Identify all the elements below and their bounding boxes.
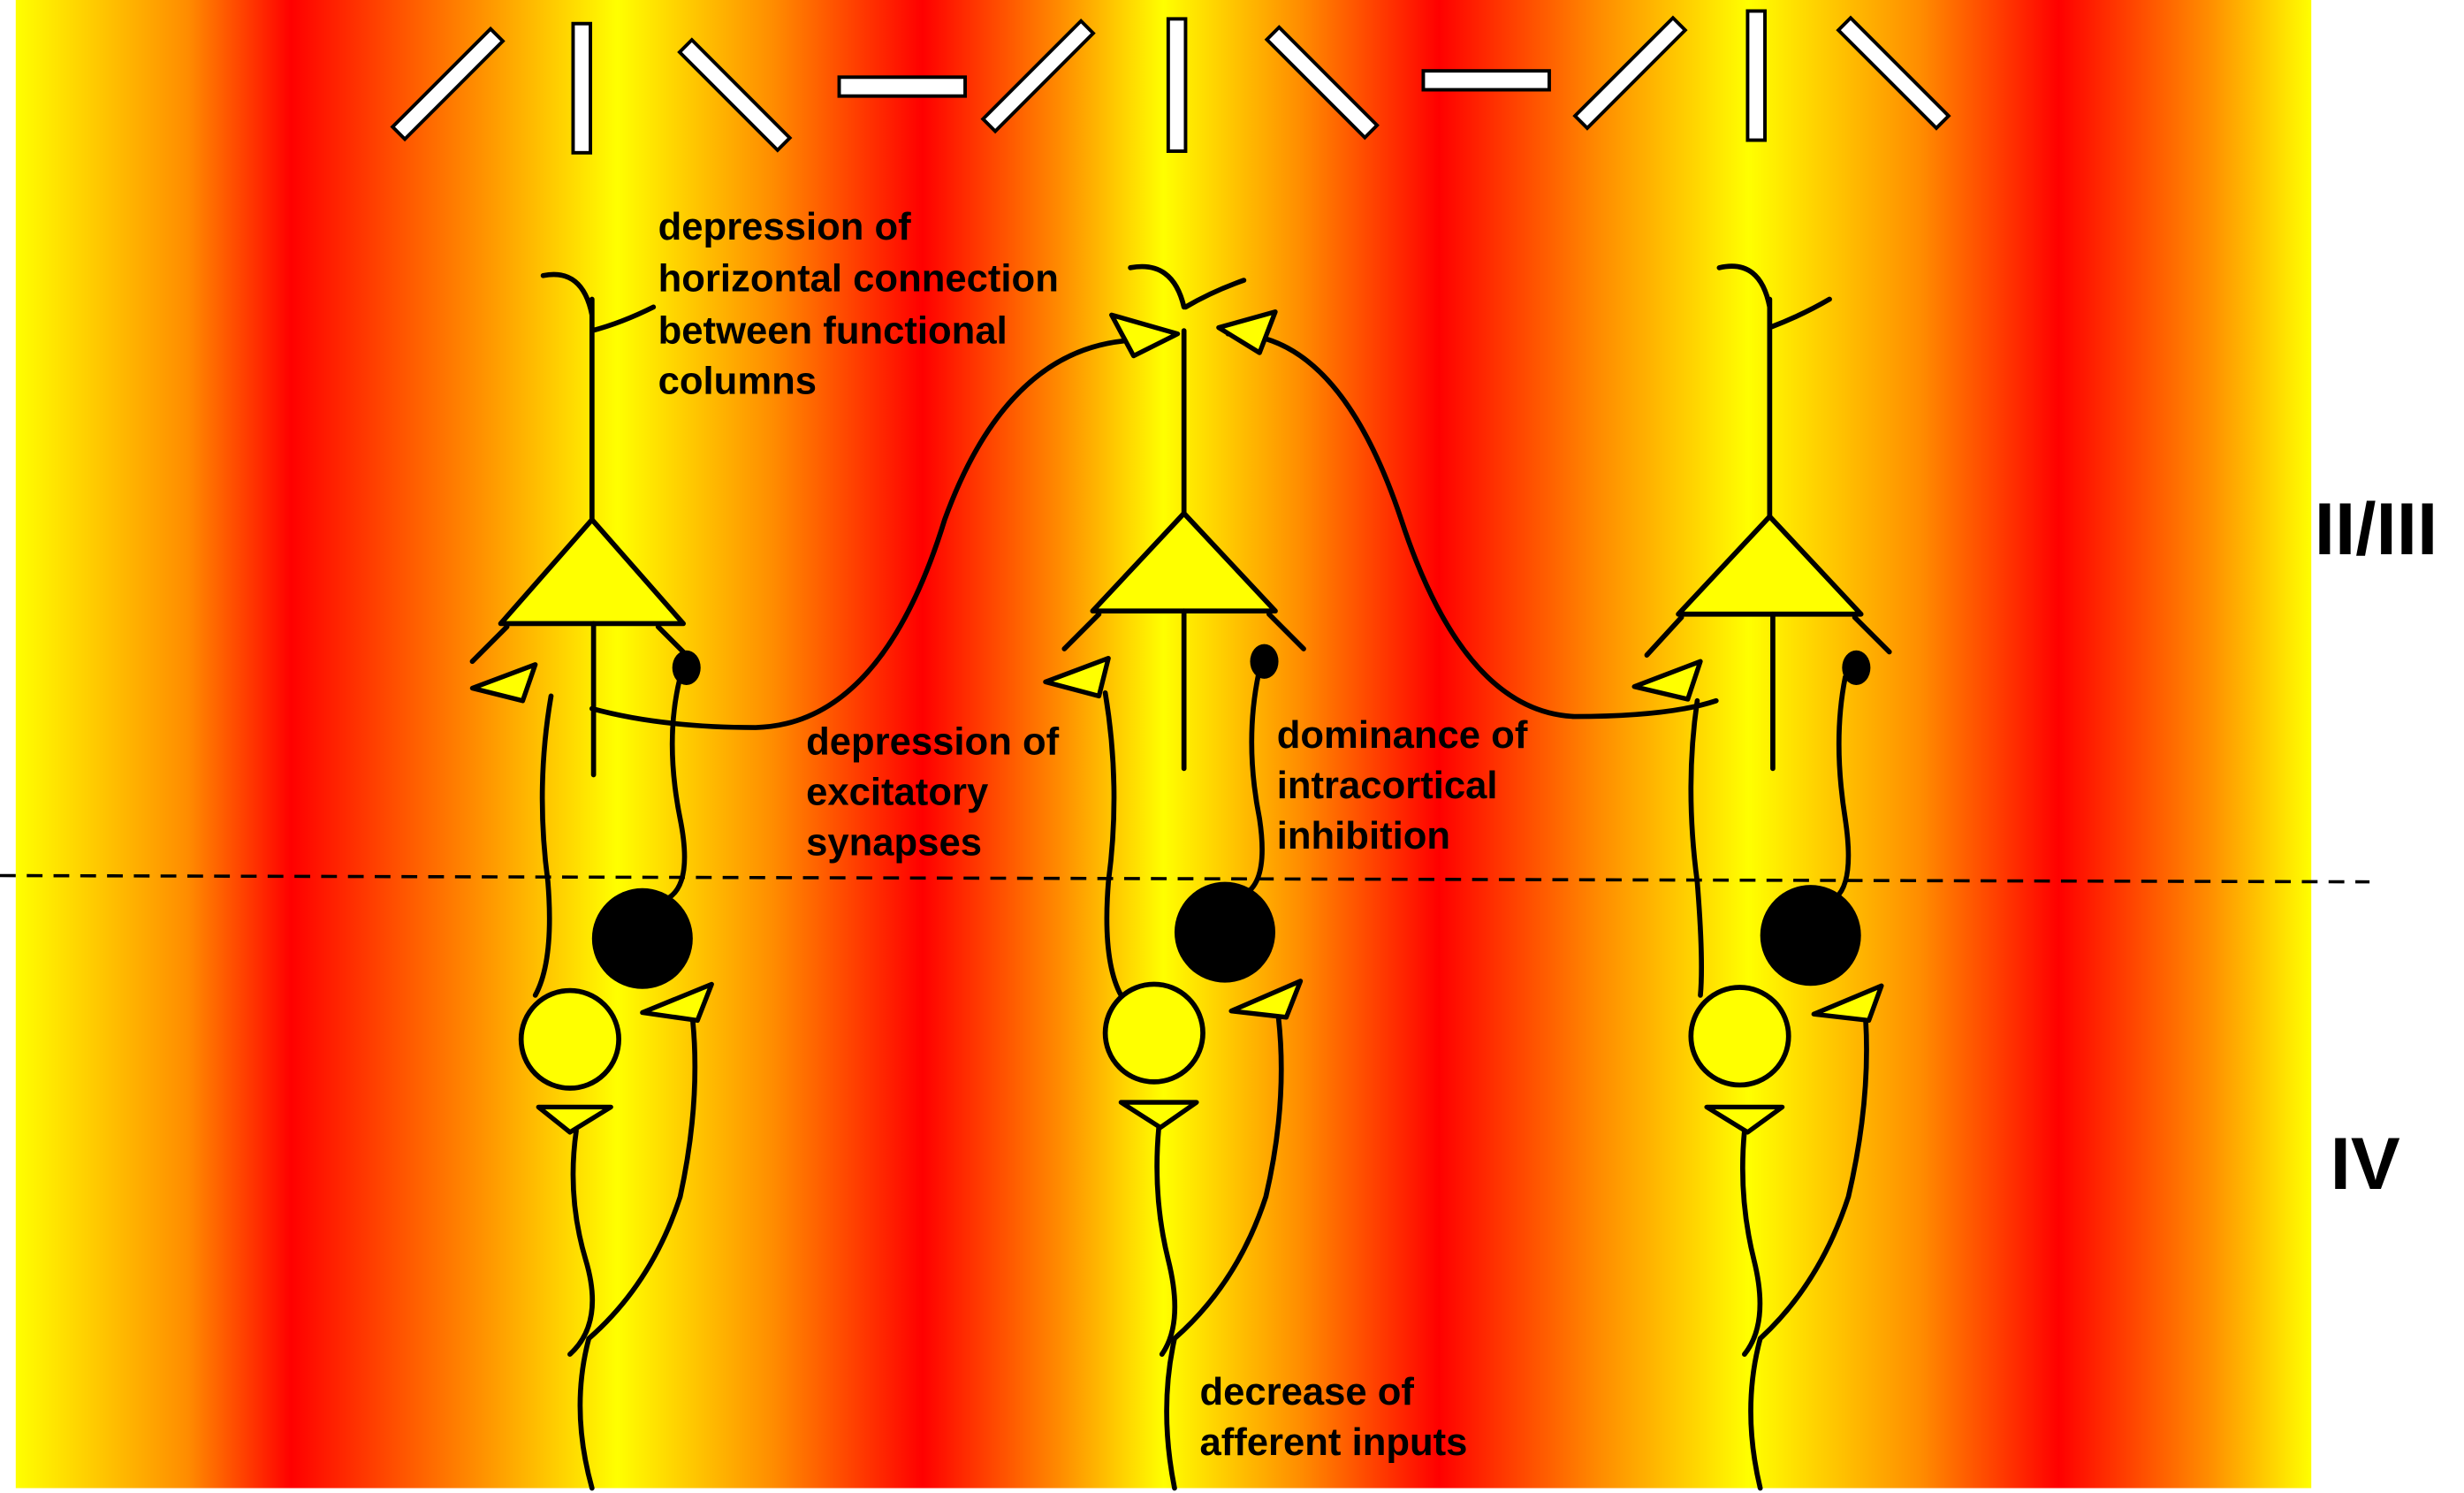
stimulus-orientation-bars (390, 9, 1951, 155)
inhibitory-synapse (1842, 650, 1871, 685)
stimulus-bar (837, 75, 968, 98)
cortical-column-left (469, 271, 714, 1491)
excitatory-synapse (640, 981, 714, 1024)
annotation-inhibition-line-1: dominance of (1277, 713, 1528, 757)
inhibitory-interneuron (1760, 885, 1861, 986)
basal-dendrite (1061, 611, 1306, 651)
inhibitory-interneuron (591, 887, 693, 989)
annotation-afferent-line-1: decrease of (1199, 1370, 1414, 1413)
inhibitory-interneuron (1174, 881, 1275, 983)
layer-label-upper: II/III (2315, 487, 2438, 570)
inhibitory-synapse (1250, 644, 1279, 679)
apical-dendrite (540, 271, 657, 522)
afferent-fiber (577, 1017, 698, 1491)
horizontal-synapse-right (1216, 309, 1278, 355)
afferent-fiber (1164, 1014, 1284, 1491)
orientation-map-background (15, 0, 2312, 1489)
inhibitory-synapse (672, 650, 701, 685)
interneuron-axon (1833, 674, 1852, 901)
cortical-column-center (1043, 263, 1306, 1491)
pyramidal-cell-soma (1676, 514, 1864, 617)
excitatory-synapse (469, 662, 538, 704)
annotation-inhibition-line-2: intracortical (1277, 764, 1498, 807)
annotation-horizontal-line-3: between functional (658, 309, 1008, 352)
stimulus-bar (1166, 17, 1188, 153)
annotation-inhibition-line-3: inhibition (1277, 814, 1450, 857)
annotation-excitatory-line-3: synapses (806, 820, 982, 864)
excitatory-synapse (536, 1104, 613, 1135)
cortical-column-right (1631, 263, 1892, 1491)
apical-dendrite (1716, 263, 1832, 520)
horizontal-connection-right (1225, 331, 1719, 720)
annotation-horizontal-line-1: depression of (658, 205, 912, 248)
afferent-fiber (567, 1128, 596, 1357)
apical-dendrite (1128, 263, 1247, 516)
stellate-cell (1102, 981, 1205, 1085)
stellate-axon-branch (1688, 697, 1705, 998)
layer-boundary-line (0, 873, 2370, 884)
stimulus-bar (1421, 69, 1551, 92)
stimulus-bar (1836, 15, 1951, 131)
annotation-afferent-line-2: afferent inputs (1199, 1421, 1467, 1464)
stimulus-bar (1572, 15, 1688, 131)
stimulus-bar (677, 37, 793, 153)
stimulus-bar (980, 19, 1096, 134)
afferent-fiber (1154, 1124, 1178, 1357)
excitatory-synapse (1704, 1104, 1785, 1135)
interneuron-axon (1241, 667, 1265, 897)
annotation-horizontal-line-4: columns (658, 359, 817, 402)
annotation-excitatory-line-1: depression of (806, 720, 1060, 763)
afferent-fiber (1748, 1017, 1869, 1491)
afferent-fiber (1739, 1128, 1763, 1357)
excitatory-synapse (1118, 1100, 1199, 1131)
excitatory-synapse (1228, 979, 1304, 1020)
horizontal-synapse-left (1109, 312, 1181, 359)
excitatory-synapse (1043, 655, 1111, 699)
stimulus-bar (390, 26, 506, 142)
layer-label-lower: IV (2331, 1122, 2400, 1205)
annotation-horizontal-line-2: horizontal connection (658, 257, 1059, 301)
excitatory-synapse (1631, 659, 1703, 702)
stellate-axon-branch (1102, 689, 1124, 998)
stimulus-bar (571, 21, 593, 155)
interneuron-axon (666, 674, 688, 901)
annotation-excitatory-line-2: excitatory (806, 770, 989, 813)
stellate-cell (518, 987, 621, 1091)
stellate-cell (1688, 985, 1791, 1088)
horizontal-connection-left (589, 337, 1137, 730)
stellate-axon-branch (532, 693, 554, 998)
basal-dendrite (1644, 614, 1892, 658)
stimulus-bar (1745, 9, 1767, 142)
stimulus-bar (1264, 25, 1380, 141)
excitatory-synapse (1811, 983, 1884, 1024)
